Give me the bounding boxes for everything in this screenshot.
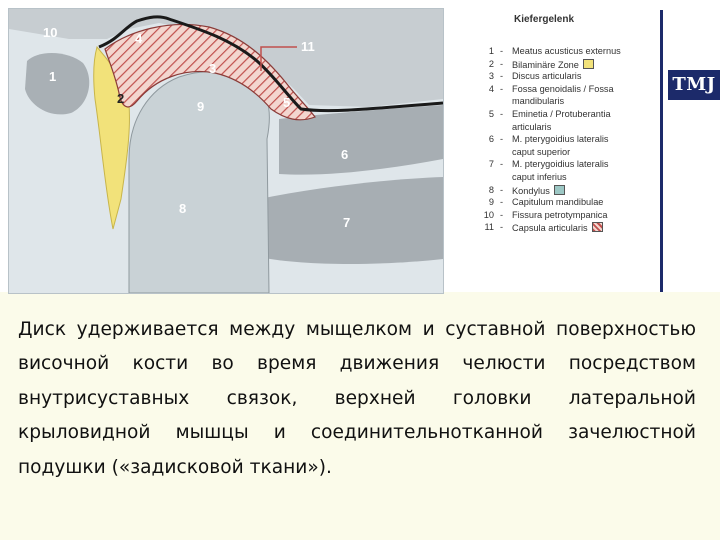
legend-item-dash: - xyxy=(500,71,504,82)
external-acoustic-meatus xyxy=(25,52,90,115)
diagram-label-9: 9 xyxy=(197,99,204,114)
legend-item-dash: - xyxy=(500,83,504,94)
temporal-bone xyxy=(9,9,443,107)
legend-item-dash: - xyxy=(500,197,504,208)
legend-item-number: 2 xyxy=(488,58,494,69)
legend-item-text: M. pterygoidius lateralis xyxy=(512,134,658,145)
pterygoid-inferior-head xyxy=(259,177,443,264)
legend-item-text: Capsula articularis xyxy=(512,222,658,234)
legend-item-text: mandibularis xyxy=(512,96,658,107)
legend-item-label: caput superior xyxy=(512,146,571,157)
legend-item-number: 10 xyxy=(483,209,494,220)
diagram-label-2: 2 xyxy=(117,91,124,106)
tmj-badge: TMJ xyxy=(668,70,720,100)
diagram-label-10: 10 xyxy=(43,25,57,40)
diagram-label-5: 5 xyxy=(283,95,290,110)
pterygoid-superior-head xyxy=(279,105,443,175)
legend-item-number: 7 xyxy=(488,159,494,170)
legend-swatch-icon xyxy=(591,222,603,233)
legend-item-dash: - xyxy=(500,209,504,220)
legend-item-label: Fossa genoidalis / Fossa xyxy=(512,83,614,94)
caption-text: Диск удерживается между мыщелком и суста… xyxy=(18,319,696,478)
legend-item-text: Bilaminäre Zone xyxy=(512,58,658,71)
glenoid-fossa-outline xyxy=(98,15,443,113)
legend-item-label: Eminetia / Protuberantia xyxy=(512,109,611,119)
legend-divider xyxy=(660,10,663,292)
legend-item-text: Kondylus xyxy=(512,184,658,197)
legend-item-dash: - xyxy=(500,222,504,233)
legend-swatch-icon xyxy=(582,58,594,69)
diagram-label-3: 3 xyxy=(209,61,216,76)
legend-item-text: caput superior xyxy=(512,147,658,158)
legend-item-label: articularis xyxy=(512,121,552,132)
legend-item-label: Discus articularis xyxy=(512,71,582,82)
diagram-label-8: 8 xyxy=(179,201,186,216)
legend-item-dash: - xyxy=(500,159,504,170)
legend-item-text: Meatus acusticus externus xyxy=(512,46,658,57)
legend-item-text: Capitulum mandibulae xyxy=(512,197,658,208)
tmj-diagram: 10 4 11 1 3 2 9 5 6 8 7 xyxy=(8,8,444,294)
legend-item-dash: - xyxy=(500,184,504,195)
legend-item-number: 9 xyxy=(488,197,494,208)
legend-item-dash: - xyxy=(500,109,504,119)
legend-item-text: Fossa genoidalis / Fossa xyxy=(512,84,658,95)
legend-item-number: 6 xyxy=(488,134,494,145)
legend-swatch-icon xyxy=(553,184,565,195)
legend-item-label: Capsula articularis xyxy=(512,223,588,234)
legend-item-label: M. pterygoidius lateralis xyxy=(512,159,609,170)
legend-item-dash: - xyxy=(500,58,504,69)
legend-item-label: Kondylus xyxy=(512,185,550,196)
legend: Kiefergelenk 1-Meatus acusticus externus… xyxy=(480,8,660,292)
legend-item-label: Meatus acusticus externus xyxy=(512,46,621,56)
legend-item-number: 5 xyxy=(488,109,494,119)
legend-item-label: Capitulum mandibulae xyxy=(512,197,604,208)
diagram-label-4: 4 xyxy=(135,31,143,46)
legend-item-number: 3 xyxy=(488,71,494,82)
legend-item-text: articularis xyxy=(512,122,658,133)
legend-item-text: Fissura petrotympanica xyxy=(512,210,658,221)
legend-item-number: 11 xyxy=(484,222,494,233)
diagram-label-11: 11 xyxy=(301,39,315,54)
legend-title: Kiefergelenk xyxy=(514,14,575,25)
tmj-illustration: 10 4 11 1 3 2 9 5 6 8 7 xyxy=(9,9,443,293)
legend-item-label: Bilaminäre Zone xyxy=(512,59,579,70)
legend-item-dash: - xyxy=(500,134,504,145)
legend-item-number: 4 xyxy=(488,83,494,94)
legend-item-label: M. pterygoidius lateralis xyxy=(512,134,609,145)
legend-item-dash: - xyxy=(500,46,504,56)
legend-item-label: caput inferius xyxy=(512,172,567,182)
legend-item-text: Eminetia / Protuberantia xyxy=(512,109,658,120)
diagram-label-6: 6 xyxy=(341,147,348,162)
legend-item-label: Fissura petrotympanica xyxy=(512,209,608,220)
diagram-label-7: 7 xyxy=(343,215,350,230)
diagram-label-1: 1 xyxy=(49,69,56,84)
legend-item-text: caput inferius xyxy=(512,172,658,183)
legend-item-text: M. pterygoidius lateralis xyxy=(512,159,658,170)
legend-item-label: mandibularis xyxy=(512,96,565,107)
legend-item-text: Discus articularis xyxy=(512,71,658,82)
articular-disc xyxy=(104,23,316,121)
legend-item-number: 8 xyxy=(488,184,494,195)
legend-item-number: 1 xyxy=(488,46,494,56)
capsule-leader-line xyxy=(260,46,297,71)
